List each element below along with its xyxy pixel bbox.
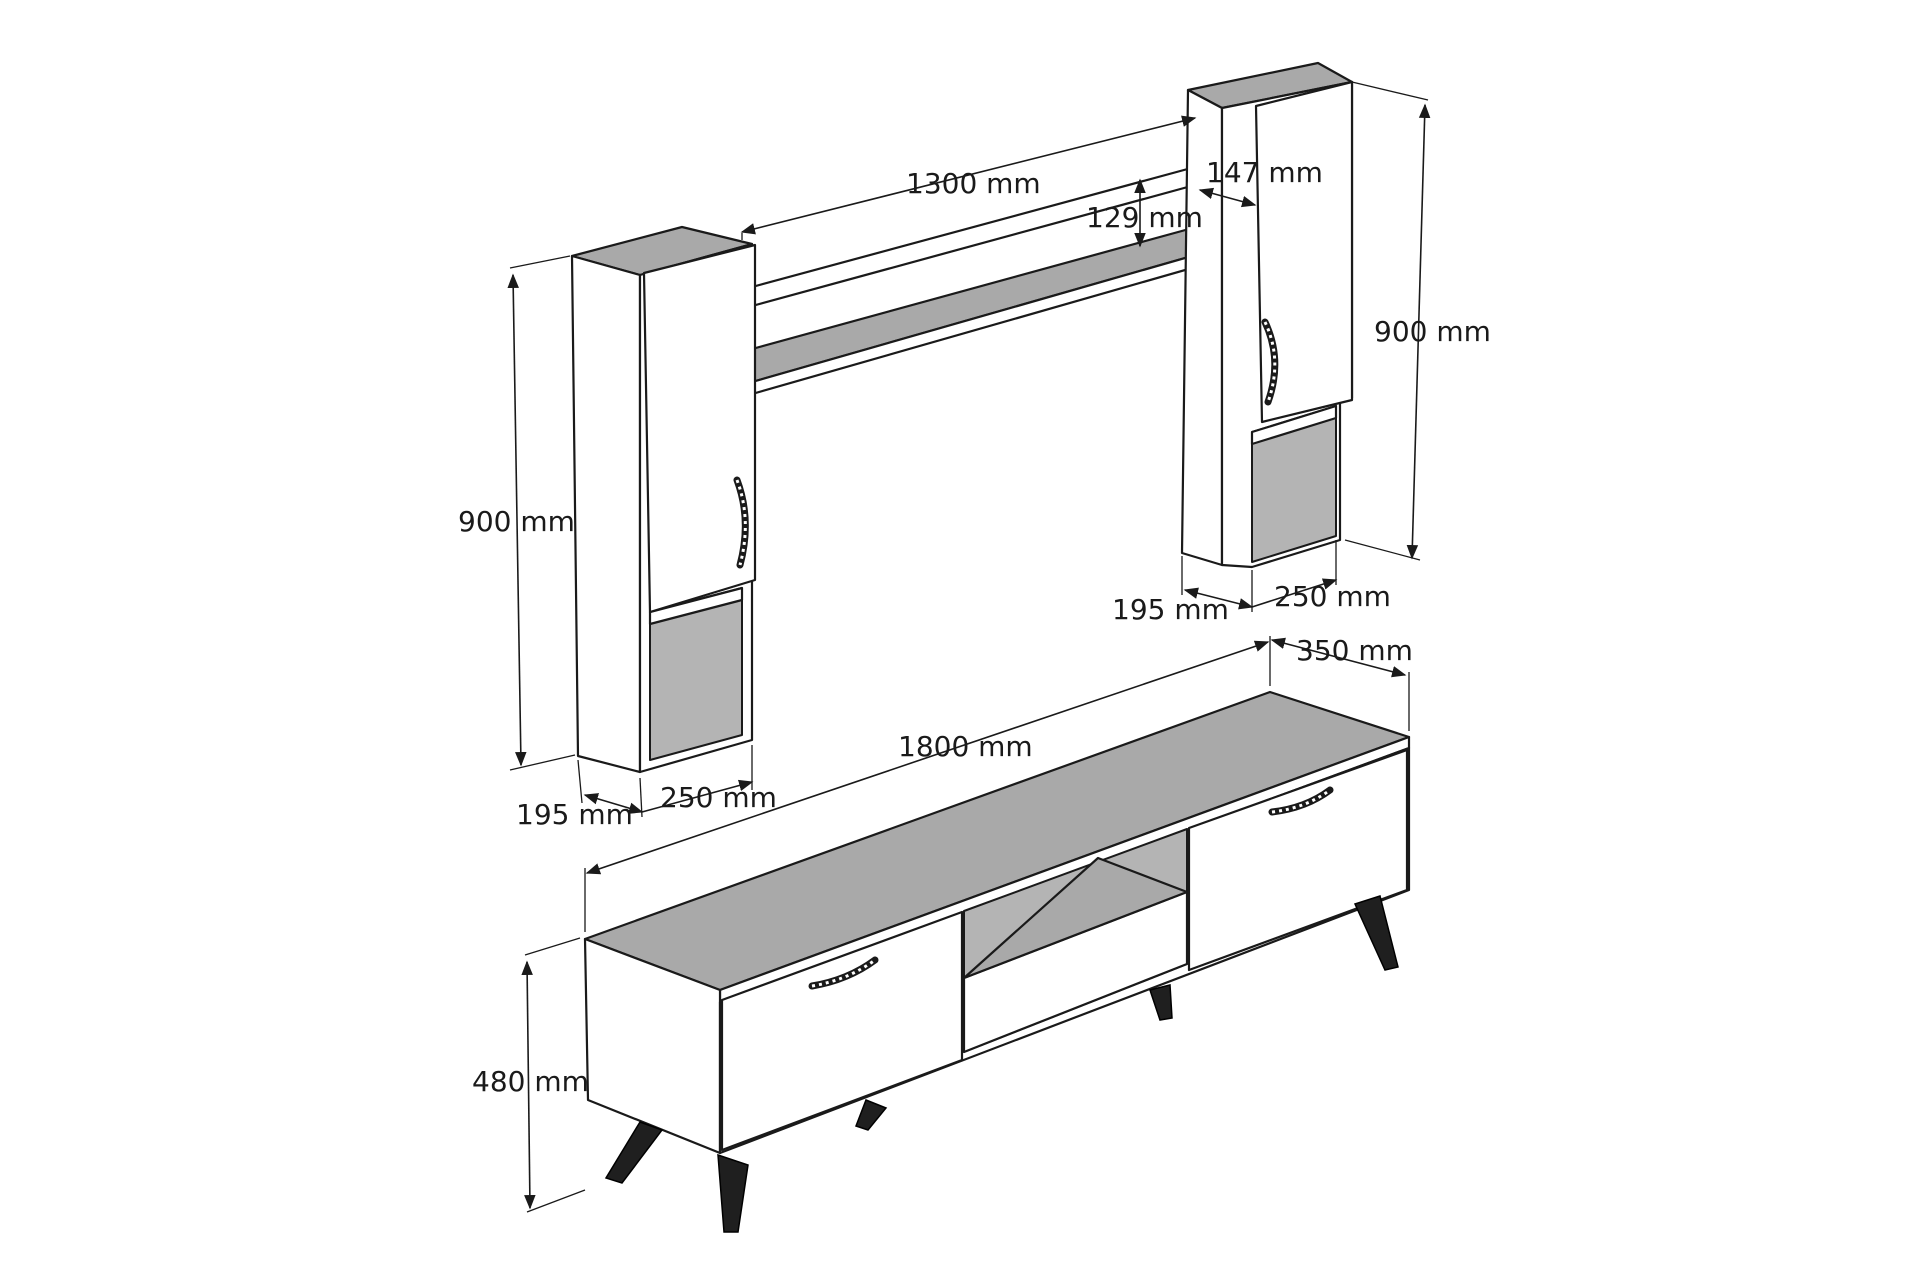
right-cabinet-height-label: 900 mm bbox=[1374, 315, 1491, 348]
shelf-depth-label: 147 mm bbox=[1206, 156, 1323, 189]
tapered-leg-icon bbox=[717, 1153, 749, 1233]
shelf-height-label: 129 mm bbox=[1086, 201, 1203, 234]
dim-right-cabinet-base: 195 mm 250 mm bbox=[1112, 540, 1391, 626]
left-cabinet-height-label: 900 mm bbox=[458, 505, 575, 538]
right-cabinet-width-label: 250 mm bbox=[1274, 580, 1391, 613]
tapered-leg-icon bbox=[604, 1121, 664, 1184]
dim-shelf-depth: 147 mm bbox=[1198, 156, 1323, 208]
tv-unit-left-handle bbox=[808, 956, 879, 990]
dim-tv-unit-width: 1800 mm bbox=[584, 636, 1271, 932]
dim-right-cabinet-height: 900 mm bbox=[1344, 81, 1491, 561]
tv-unit-height-label: 480 mm bbox=[472, 1065, 589, 1098]
dim-tv-unit-depth: 350 mm bbox=[1270, 634, 1413, 731]
tv-unit-depth-label: 350 mm bbox=[1296, 634, 1413, 667]
left-wall-cabinet bbox=[570, 225, 757, 774]
dim-shelf-height: 129 mm bbox=[1086, 178, 1203, 248]
dim-left-cabinet-height: 900 mm bbox=[458, 255, 576, 771]
right-wall-cabinet bbox=[1180, 61, 1354, 569]
right-cabinet-handle bbox=[1261, 318, 1279, 406]
left-cabinet-width-label: 250 mm bbox=[660, 781, 777, 814]
right-cabinet-depth-label: 195 mm bbox=[1112, 593, 1229, 626]
tapered-leg-icon bbox=[1149, 984, 1173, 1021]
shelf-length-label: 1300 mm bbox=[906, 167, 1041, 200]
tv-unit-right-handle bbox=[1268, 786, 1334, 816]
tv-unit-width-label: 1800 mm bbox=[898, 730, 1033, 763]
left-cabinet-handle bbox=[733, 476, 749, 569]
tapered-leg-icon bbox=[1353, 895, 1399, 971]
dim-shelf-length: 1300 mm bbox=[740, 115, 1197, 240]
dim-tv-unit-height: 480 mm bbox=[472, 937, 589, 1213]
tapered-leg-icon bbox=[855, 1099, 888, 1131]
tv-unit-legs bbox=[604, 895, 1399, 1233]
left-cabinet-depth-label: 195 mm bbox=[516, 798, 633, 831]
